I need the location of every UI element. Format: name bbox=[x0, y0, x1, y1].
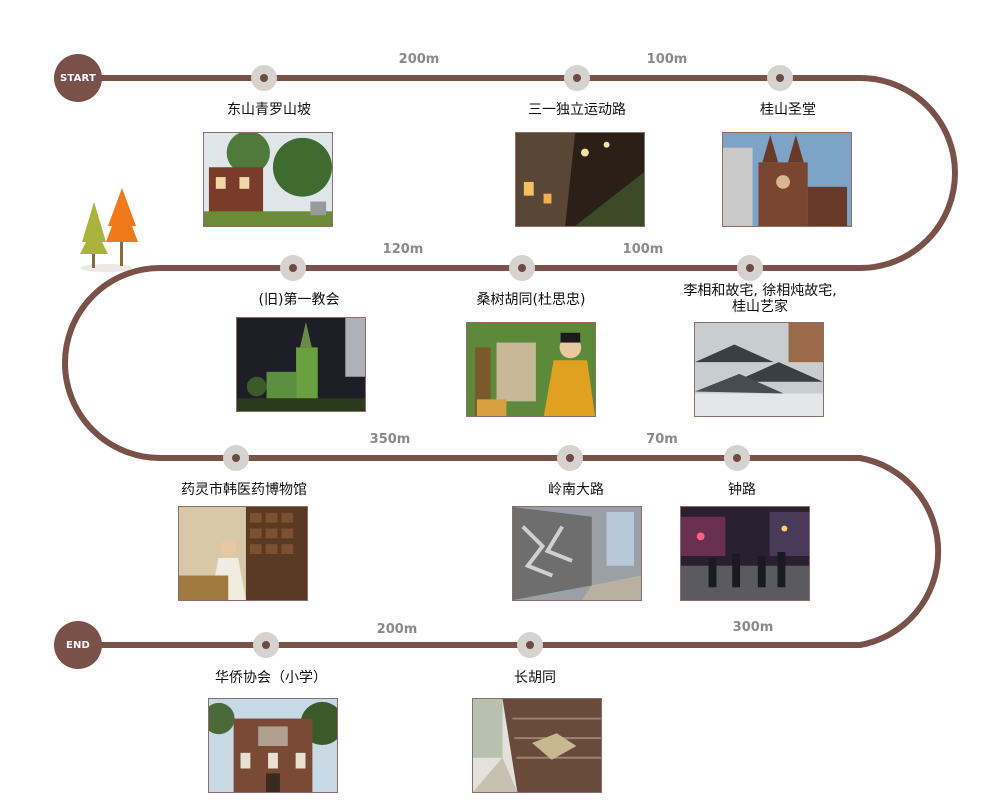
stop-name: (旧)第一教会 bbox=[258, 292, 340, 308]
stop-name: 华侨协会（小学） bbox=[215, 670, 327, 686]
stop-name: 东山青罗山坡 bbox=[227, 102, 311, 118]
distance-label: 100m bbox=[646, 52, 688, 67]
distance-label: 200m bbox=[376, 622, 418, 637]
brick-house-trees-photo[interactable] bbox=[203, 132, 333, 227]
hanok-rooftops-photo[interactable] bbox=[694, 322, 824, 417]
end-marker: END bbox=[54, 621, 102, 669]
stop-marker-10[interactable] bbox=[253, 632, 279, 658]
stop-marker-1[interactable] bbox=[251, 65, 277, 91]
trees-icon bbox=[80, 188, 138, 272]
stop-name: 岭南大路 bbox=[548, 482, 604, 498]
stop-marker-6[interactable] bbox=[280, 255, 306, 281]
stop-name: 钟路 bbox=[728, 482, 756, 498]
old-brick-school-photo[interactable] bbox=[208, 698, 338, 793]
distance-label: 200m bbox=[398, 52, 440, 67]
stop-marker-2[interactable] bbox=[564, 65, 590, 91]
gothic-cathedral-photo[interactable] bbox=[722, 132, 852, 227]
stop-marker-11[interactable] bbox=[517, 632, 543, 658]
night-street-photo[interactable] bbox=[680, 506, 810, 601]
stop-name: 三一独立运动路 bbox=[528, 102, 626, 118]
stop-name: 药灵市韩医药博物馆 bbox=[181, 482, 307, 498]
stop-marker-9[interactable] bbox=[724, 445, 750, 471]
distance-label: 350m bbox=[369, 432, 411, 447]
stop-marker-7[interactable] bbox=[223, 445, 249, 471]
distance-label: 100m bbox=[622, 242, 664, 257]
stop-marker-8[interactable] bbox=[557, 445, 583, 471]
distance-label: 70m bbox=[646, 432, 678, 447]
mural-street-photo[interactable] bbox=[512, 506, 642, 601]
lit-church-tower-photo[interactable] bbox=[236, 317, 366, 412]
distance-label: 120m bbox=[382, 242, 424, 257]
stop-name-line-1: 李相和故宅, 徐相炖故宅, bbox=[683, 283, 837, 299]
stop-name: 桂山圣堂 bbox=[760, 102, 816, 118]
stop-name-line-2: 桂山艺家 bbox=[731, 299, 788, 315]
start-marker: START bbox=[54, 54, 102, 102]
stop-marker-3[interactable] bbox=[767, 65, 793, 91]
costumed-figures-photo[interactable] bbox=[466, 322, 596, 417]
stop-marker-5[interactable] bbox=[509, 255, 535, 281]
stop-marker-4[interactable] bbox=[737, 255, 763, 281]
stop-name: 长胡同 bbox=[514, 670, 556, 686]
long-alley-photo[interactable] bbox=[472, 698, 602, 793]
distance-label: 300m bbox=[732, 620, 774, 635]
medicine-museum-photo[interactable] bbox=[178, 506, 308, 601]
stop-name: 李相和故宅, 徐相炖故宅, 桂山艺家 bbox=[683, 283, 836, 315]
stop-name: 桑树胡同(杜思忠) bbox=[476, 292, 586, 308]
night-stairs-photo[interactable] bbox=[515, 132, 645, 227]
